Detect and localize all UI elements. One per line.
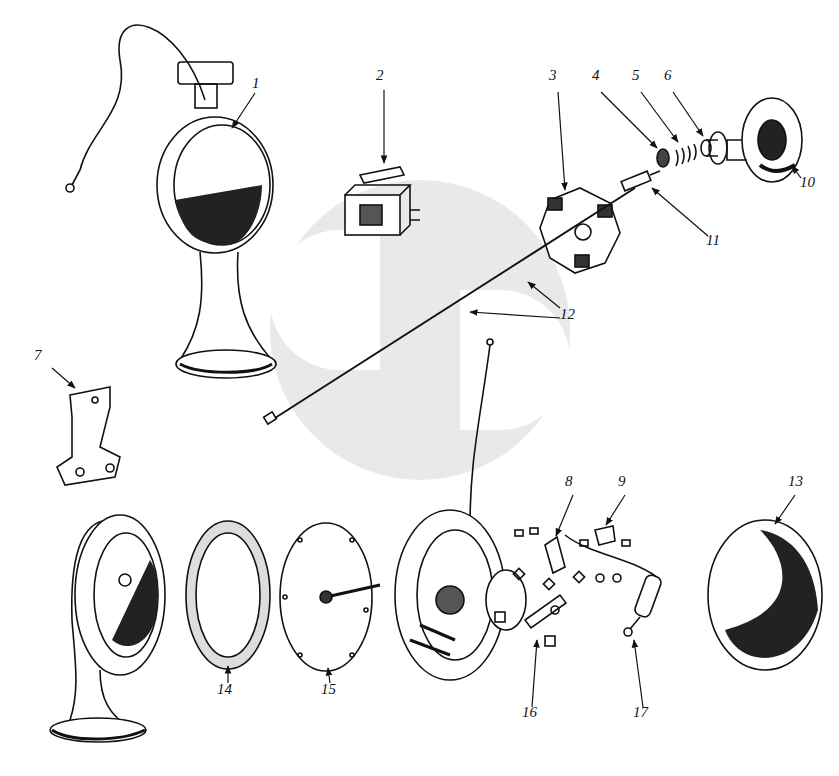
horn-assembly (66, 25, 276, 378)
callout-number: 8 (565, 474, 573, 489)
contact-parts (495, 526, 630, 646)
leader-lines (52, 90, 801, 707)
callout-number: 2 (376, 68, 384, 83)
mounting-bracket (57, 387, 120, 485)
watermark (270, 180, 570, 480)
callout-number: 6 (664, 68, 672, 83)
callout-number: 12 (560, 307, 575, 322)
electromagnet-housing (395, 339, 526, 680)
callout-number: 16 (522, 705, 537, 720)
callout-number: 1 (252, 76, 260, 91)
callout-number: 3 (549, 68, 557, 83)
contact-plate (540, 188, 620, 273)
washer (657, 149, 669, 167)
callout-number: 7 (34, 348, 42, 363)
callout-number: 4 (592, 68, 600, 83)
horn-body (50, 515, 165, 742)
diaphragm (280, 523, 380, 671)
gasket (186, 521, 270, 669)
callout-number: 10 (800, 175, 815, 190)
relay (345, 167, 420, 235)
callout-number: 9 (618, 474, 626, 489)
push-rod (264, 188, 635, 424)
callout-number: 14 (217, 682, 232, 697)
contact-screw (621, 171, 660, 191)
spring (676, 144, 696, 166)
capacitor (565, 535, 663, 636)
callout-number: 15 (321, 682, 336, 697)
callout-number: 11 (706, 233, 720, 248)
callout-number: 17 (633, 705, 648, 720)
cup (701, 132, 727, 164)
callout-number: 5 (632, 68, 640, 83)
horn-cover (708, 520, 822, 670)
callout-number: 13 (788, 474, 803, 489)
horn-button (727, 98, 802, 182)
